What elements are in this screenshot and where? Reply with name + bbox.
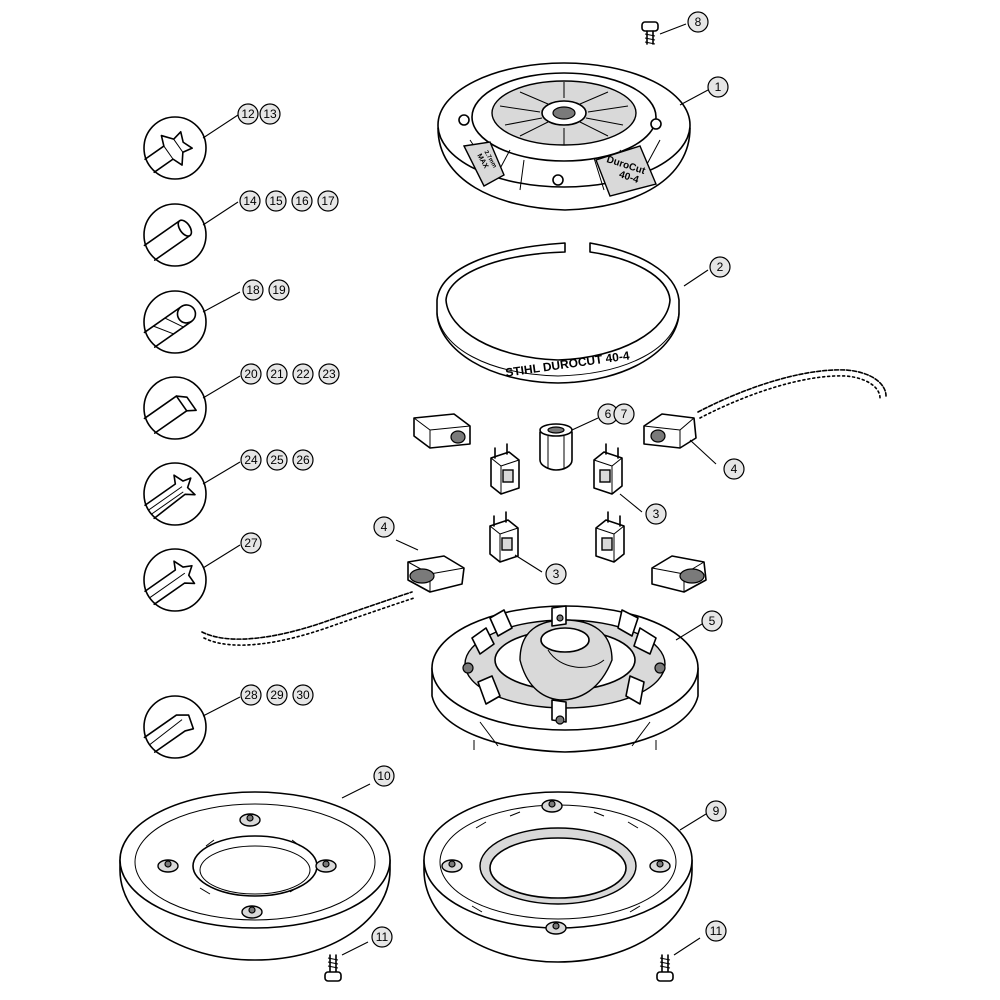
line-profile-star-twisted <box>143 462 207 526</box>
callout-21: 21 <box>266 363 288 385</box>
callout-15: 15 <box>265 190 287 212</box>
band-ring: STIHL DUROCUT 40-4 <box>436 242 709 384</box>
svg-text:13: 13 <box>263 107 277 121</box>
part3-leaders <box>395 439 717 573</box>
svg-text:4: 4 <box>731 462 738 476</box>
svg-text:3: 3 <box>653 507 660 521</box>
callout-7: 7 <box>613 403 635 425</box>
line-profile-twisted-round <box>143 290 207 354</box>
spool-body <box>431 605 703 753</box>
svg-text:24: 24 <box>244 453 258 467</box>
callout-9: 9 <box>705 800 727 822</box>
screw-bottom-right <box>656 937 701 982</box>
line-profile-star <box>143 116 207 180</box>
svg-text:22: 22 <box>296 367 310 381</box>
callout-29: 29 <box>266 684 288 706</box>
callout-1: 1 <box>707 76 729 98</box>
svg-text:20: 20 <box>244 367 258 381</box>
callout-8: 8 <box>687 11 709 33</box>
callout-22: 22 <box>292 363 314 385</box>
callout-27: 27 <box>240 532 262 554</box>
svg-text:21: 21 <box>270 367 284 381</box>
svg-text:11: 11 <box>710 924 723 938</box>
callout-12: 12 <box>237 103 259 125</box>
clip-lower-left <box>489 511 519 563</box>
callout-10: 10 <box>373 765 395 787</box>
base-plate-right <box>423 791 707 963</box>
svg-text:8: 8 <box>695 15 702 29</box>
callout-26: 26 <box>292 449 314 471</box>
svg-text:23: 23 <box>322 367 336 381</box>
svg-text:16: 16 <box>295 194 309 208</box>
svg-text:1: 1 <box>715 80 722 94</box>
eyelet-upper-right <box>643 413 697 449</box>
callout-13: 13 <box>259 103 281 125</box>
callout-3-left: 3 <box>545 563 567 585</box>
callout-28: 28 <box>240 684 262 706</box>
eyelet-upper-left <box>413 413 471 449</box>
eyelet-lower-left <box>407 555 465 593</box>
callout-17: 17 <box>317 190 339 212</box>
line-profile-square-twisted <box>143 695 207 759</box>
svg-text:26: 26 <box>296 453 310 467</box>
base-bosses <box>441 799 671 935</box>
svg-text:19: 19 <box>272 283 286 297</box>
svg-text:28: 28 <box>244 688 258 702</box>
callout-23: 23 <box>318 363 340 385</box>
line-profile-cross <box>143 548 207 612</box>
svg-text:5: 5 <box>709 614 716 628</box>
clip-lower-right <box>595 511 625 563</box>
svg-text:12: 12 <box>241 107 255 121</box>
callout-11-left: 11 <box>371 926 393 948</box>
svg-text:18: 18 <box>246 283 260 297</box>
svg-text:2: 2 <box>717 260 724 274</box>
left-leaders <box>202 114 241 717</box>
svg-text:27: 27 <box>244 536 258 550</box>
callout-25: 25 <box>266 449 288 471</box>
cap-assembly: MAX 2.7mm DuroCut 40-4 <box>437 62 709 211</box>
callout-16: 16 <box>291 190 313 212</box>
callout-18: 18 <box>242 279 264 301</box>
clip-upper-right <box>593 443 623 495</box>
cover-plate-left <box>119 783 391 961</box>
callout-14: 14 <box>239 190 261 212</box>
svg-text:15: 15 <box>269 194 283 208</box>
center-bushing <box>539 417 599 471</box>
callout-3-right: 3 <box>645 503 667 525</box>
screw-top <box>641 21 687 45</box>
callout-20: 20 <box>240 363 262 385</box>
svg-text:25: 25 <box>270 453 284 467</box>
callout-24: 24 <box>240 449 262 471</box>
svg-text:4: 4 <box>381 520 388 534</box>
svg-text:7: 7 <box>621 407 628 421</box>
callout-4-left: 4 <box>373 516 395 538</box>
callout-5: 5 <box>701 610 723 632</box>
spool-ribs <box>471 605 657 723</box>
eyelet-lower-right <box>651 555 707 593</box>
svg-text:11: 11 <box>376 930 389 944</box>
svg-text:6: 6 <box>605 407 612 421</box>
svg-text:10: 10 <box>377 769 391 783</box>
callout-11-right: 11 <box>705 920 727 942</box>
svg-text:3: 3 <box>553 567 560 581</box>
svg-text:14: 14 <box>243 194 257 208</box>
cover-bosses <box>157 813 337 919</box>
callout-2: 2 <box>709 256 731 278</box>
svg-text:17: 17 <box>321 194 335 208</box>
svg-text:9: 9 <box>713 804 720 818</box>
callouts: 8 1 2 6 7 4 3 4 3 5 10 9 11 11 12 13 14 … <box>237 11 745 948</box>
callout-30: 30 <box>292 684 314 706</box>
line-profile-round <box>143 203 207 267</box>
svg-text:30: 30 <box>296 688 310 702</box>
trimmer-line-right <box>697 369 887 419</box>
svg-text:29: 29 <box>270 688 284 702</box>
line-profile-square <box>143 376 207 440</box>
screw-bottom-left <box>324 941 369 982</box>
callout-19: 19 <box>268 279 290 301</box>
callout-4-right: 4 <box>723 458 745 480</box>
clip-upper-left <box>490 443 520 495</box>
trimmer-line-left <box>201 591 415 646</box>
